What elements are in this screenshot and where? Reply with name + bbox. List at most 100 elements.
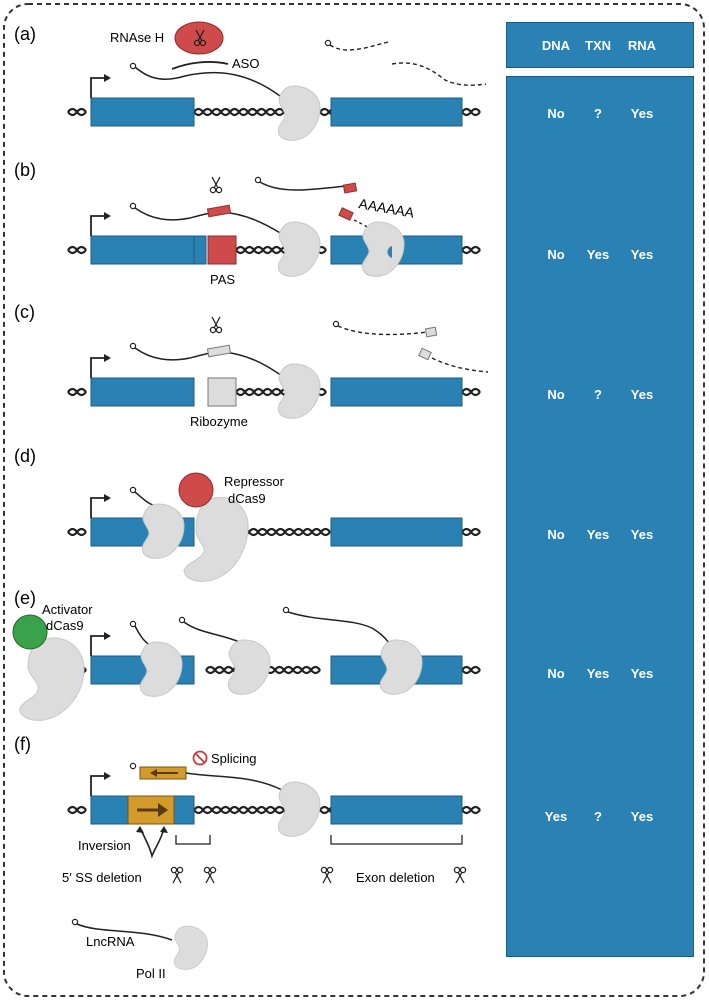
- panel-c: (c) Ribozyme: [14, 302, 489, 429]
- panel-f-exon-deletion-label: Exon deletion: [356, 870, 435, 885]
- row-a-txn: ?: [594, 106, 602, 121]
- panel-e-pol2-3: [379, 639, 423, 695]
- panel-a-rna-cap: [129, 62, 137, 70]
- panel-c-ribozyme-box: [207, 377, 237, 407]
- panel-f-inversion-arrow: [139, 827, 165, 859]
- panel-b-pas-label: PAS: [210, 272, 235, 287]
- row-f-rna: Yes: [630, 809, 654, 824]
- panel-e-pol2-1: [139, 641, 183, 697]
- panel-f-5ss-bracket: [175, 835, 211, 845]
- legend-lncrna-label: LncRNA: [86, 934, 135, 949]
- panel-f-pol2: [277, 781, 321, 837]
- panel-d-lncrna: [134, 491, 157, 507]
- panel-d-repressor-label: Repressor: [224, 474, 285, 489]
- row-e-rna: Yes: [630, 666, 654, 681]
- panel-a-aso: [171, 61, 229, 70]
- panel-b-tss-arrow: [90, 215, 108, 236]
- panel-f-inversion-label: Inversion: [78, 838, 131, 853]
- panel-d-dcas9-label: dCas9: [228, 491, 266, 506]
- panel-b-pol2-2: [361, 221, 405, 277]
- legend-lncrna-line: [76, 923, 173, 941]
- row-f-txn: ?: [594, 809, 602, 824]
- row-c-dna: No: [547, 387, 565, 402]
- panel-a-lncrna: [134, 66, 281, 97]
- panel-b-exon-1: [90, 235, 195, 265]
- header-rna: RNA: [627, 38, 657, 53]
- row-b-txn: Yes: [586, 247, 610, 262]
- panel-b-pas-fragment: [338, 207, 354, 221]
- panel-a-tss-arrow: [90, 77, 108, 98]
- panel-b-pas-cleaved: [342, 182, 358, 194]
- row-c-txn: ?: [594, 387, 602, 402]
- panel-b-intron-bar: [193, 235, 207, 265]
- panel-b-cleaved-rna: [259, 181, 346, 191]
- panel-a-exon-2: [330, 97, 463, 127]
- legend-pol2-label: Pol II: [136, 966, 166, 981]
- panel-a-label: (a): [14, 24, 36, 44]
- panel-d-pol2: [141, 503, 185, 559]
- panel-c-pol2: [277, 363, 321, 419]
- panel-b-polya-label: AAAAAA: [357, 195, 416, 221]
- panel-d-repressor: [178, 472, 214, 508]
- panel-b-label: (b): [14, 160, 36, 180]
- header-txn: TXN: [585, 38, 611, 53]
- panel-c-ribozyme-on-rna: [206, 344, 232, 358]
- panel-b: (b) AAAAAA PAS: [14, 160, 482, 287]
- panel-c-label: (c): [14, 302, 35, 322]
- no-splicing-icon: [192, 750, 208, 766]
- panel-a-exon-1: [90, 97, 195, 127]
- row-f-dna: Yes: [544, 809, 568, 824]
- panel-e-dcas9-label: dCas9: [46, 618, 84, 633]
- panel-b-pas-on-rna: [206, 204, 232, 218]
- panel-f-exon-scissors-right-icon: [453, 866, 467, 884]
- panel-e-activator-label: Activator: [42, 602, 93, 617]
- outer-dashed-border: [3, 3, 705, 997]
- row-c-rna: Yes: [630, 387, 654, 402]
- row-a-rna: Yes: [630, 106, 654, 121]
- panel-e-label: (e): [14, 588, 36, 608]
- panel-c-degraded-rna-1: [337, 325, 429, 336]
- panel-c-exon-1: [90, 377, 195, 407]
- panel-c-exon-2: [330, 377, 463, 407]
- panel-b-scissors-icon: [209, 176, 223, 194]
- panel-b-pas-box: [207, 235, 237, 265]
- panel-d: (d) Repressor dCas9: [14, 446, 482, 582]
- panel-e-tss-arrow: [90, 635, 108, 656]
- header-dna: DNA: [541, 38, 571, 53]
- panel-a-pol2: [277, 85, 321, 141]
- panel-d-label: (d): [14, 446, 36, 466]
- panel-f-5ss-label: 5′ SS deletion: [62, 870, 142, 885]
- panel-f-tss-arrow: [90, 775, 108, 796]
- panel-f-exon-scissors-left-icon: [320, 866, 334, 884]
- panel-c-ribozyme-label: Ribozyme: [190, 414, 248, 429]
- panel-c-ribozyme-fragment-2: [418, 347, 432, 361]
- panel-e-dcas9: [19, 637, 85, 721]
- panel-c-tss-arrow: [90, 357, 108, 378]
- panel-a-degraded-rna: [329, 41, 389, 51]
- panel-e-lncrna-3: [287, 611, 393, 649]
- row-d-dna: No: [547, 527, 565, 542]
- table-header: DNA TXN RNA: [506, 22, 694, 68]
- panel-a: (a) RNAse H ASO: [14, 21, 487, 141]
- panel-f-lncrna: [185, 772, 283, 791]
- panel-c-scissors-icon: [209, 316, 223, 334]
- panel-f: (f) Splicing Inversion 5′ SS deletion: [14, 734, 482, 885]
- panel-c-degraded-rna-2: [431, 357, 489, 373]
- panel-a-rnase-label: RNAse H: [110, 30, 164, 45]
- row-b-dna: No: [547, 247, 565, 262]
- legend-pol2-shape: [173, 925, 209, 970]
- row-a-dna: No: [547, 106, 565, 121]
- row-e-dna: No: [547, 666, 565, 681]
- panel-f-exon-2: [330, 795, 463, 825]
- panel-f-label: (f): [14, 734, 31, 754]
- table-body: No ? Yes No Yes Yes No ? Yes No Yes Yes …: [506, 76, 694, 957]
- row-b-rna: Yes: [630, 247, 654, 262]
- legend: LncRNA Pol II: [71, 918, 209, 981]
- row-d-txn: Yes: [586, 527, 610, 542]
- panel-d-tss-arrow: [90, 497, 108, 518]
- row-e-txn: Yes: [586, 666, 610, 681]
- panel-d-dcas9: [183, 496, 249, 582]
- panel-e: (e) Activator dCas9: [12, 588, 482, 721]
- panel-e-lncrna-2: [183, 621, 245, 645]
